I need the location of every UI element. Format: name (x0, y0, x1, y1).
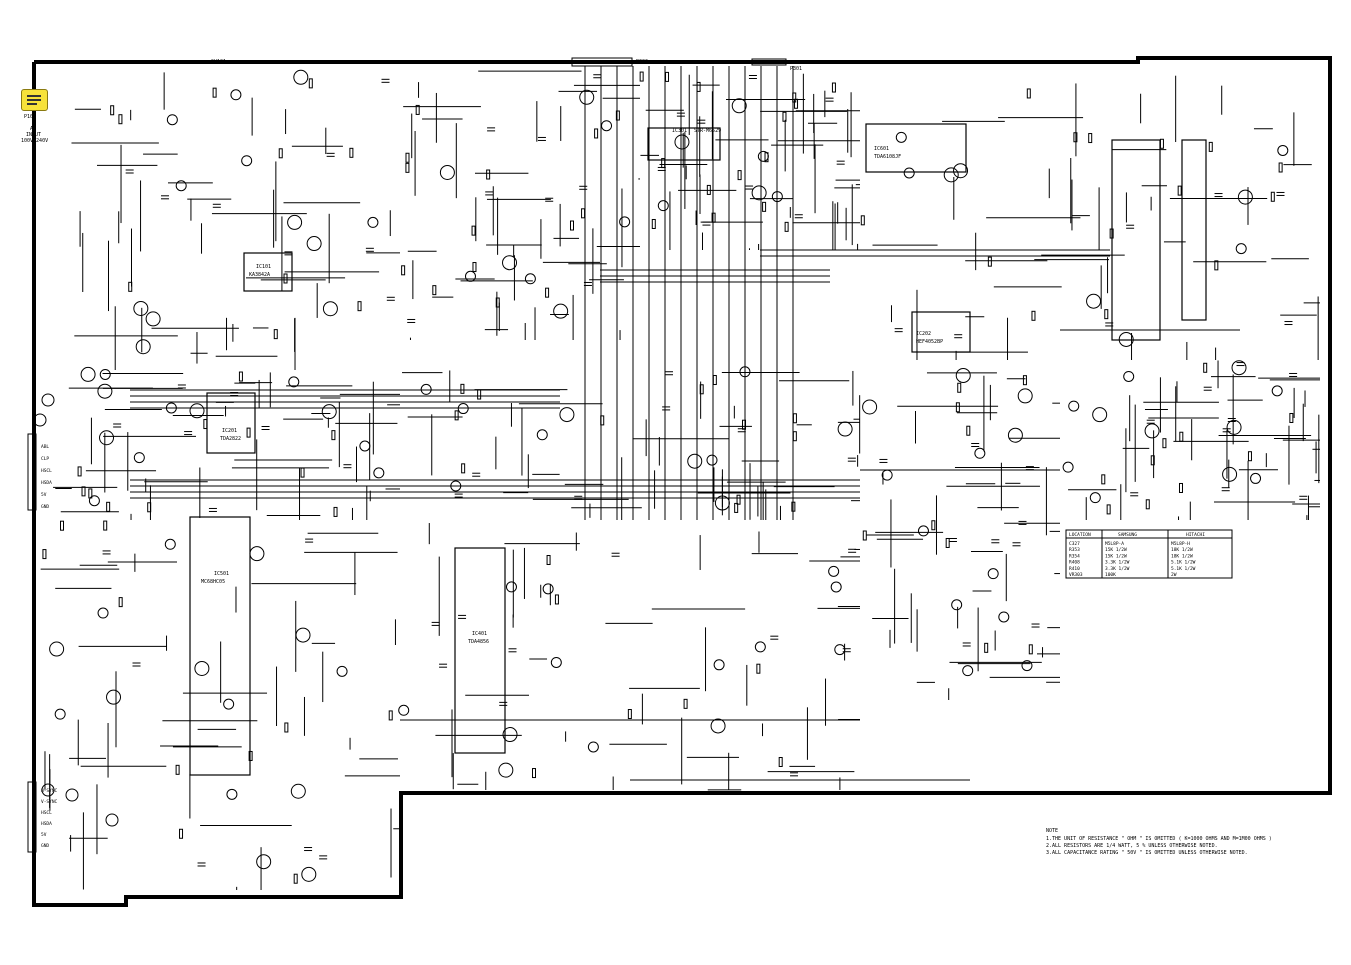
table-header-location: LOCATION (1069, 532, 1091, 538)
sticky-note-icon[interactable] (21, 89, 48, 111)
table-rows: C327 M5L8P-A M5L8P-H R353 15K 1/2W 18K 1/2W R3… (1069, 541, 1196, 578)
input-ref: P101 (24, 114, 36, 120)
cn-lower-pin-5: 5V (41, 832, 47, 838)
table-header-hitachi: HITACHI (1186, 532, 1205, 538)
cn-upper-pin-2: CLP (41, 456, 49, 462)
left-connector-lower: H-SYNC V-SYNC HSCL HSDA 5V GND (27, 781, 58, 853)
cn-lower-pin-4: HSDA (41, 821, 52, 827)
cn-lower-pin-2: V-SYNC (41, 799, 58, 805)
table-cell: 2W (1171, 572, 1177, 578)
ic601-label: IC601 (874, 146, 889, 152)
table-cell: 15K 1/2W (1105, 547, 1127, 553)
table-cell: 100K (1105, 572, 1116, 578)
sheet-border (32, 56, 1332, 907)
note-line-3: 3.ALL CAPACITANCE RATING " 50V " IS OMIT… (1046, 850, 1248, 856)
input-line-2: INPUT (26, 132, 41, 138)
table-cell: 3.3K 1/2W (1105, 560, 1130, 566)
table-cell: 3.3K 1/2W (1105, 566, 1130, 572)
table-cell: 18K 1/2W (1171, 553, 1193, 559)
ic301-part: STR-M6529 (694, 128, 721, 134)
table-cell: M5L8P-A (1105, 541, 1124, 547)
table-cell: R353 (1069, 547, 1080, 553)
table-cell: 18K 1/2W (1171, 547, 1193, 553)
left-connector-upper: ABL CLP HSCL HSDA 5V GND (27, 433, 52, 511)
table-header-samsung: SAMSUNG (1118, 532, 1137, 538)
table-cell: R410 (1069, 566, 1080, 572)
cn-lower-pin-6: GND (41, 843, 49, 849)
ic-bodies (189, 123, 1207, 776)
ic-labels: IC101 KA3842A IC201 TDA2822 IC501 MC68HC… (201, 128, 943, 645)
cn-upper-pin-1: ABL (41, 444, 49, 450)
cn-upper-pin-4: HSDA (41, 480, 52, 486)
cn-lower-pin-3: HSCL (41, 810, 52, 816)
ic501-part: MC68HC05 (201, 579, 225, 585)
notes-block: NOTE 1.THE UNIT OF RESISTANCE " OHM " IS… (1046, 828, 1272, 856)
table-cell: VR303 (1069, 572, 1083, 578)
ic202-label: IC202 (916, 331, 931, 337)
ic501-label: IC501 (214, 571, 229, 577)
table-cell: 5.1K 1/2W (1171, 560, 1196, 566)
p302-label: P302 (636, 59, 648, 65)
table-cell: 15K 1/2W (1105, 553, 1127, 559)
ac-input-block: P101 AC INPUT 100V-240V (21, 114, 48, 144)
note-line-2: 2.ALL RESISTORS ARE 1/4 WATT, 5 % UNLESS… (1046, 843, 1218, 849)
ic201-label: IC201 (222, 428, 237, 434)
ic401-label: IC401 (472, 631, 487, 637)
table-cell: 5.1K 1/2W (1171, 566, 1196, 572)
notes-title: NOTE (1046, 828, 1058, 834)
input-line-3: 100V-240V (21, 138, 48, 144)
parts-table: LOCATION SAMSUNG HITACHI C327 M5L8P-A M5L8… (1065, 529, 1233, 579)
cn-lower-pin-1: H-SYNC (41, 788, 58, 794)
table-cell: M5L8P-H (1171, 541, 1190, 547)
component-layer (33, 69, 1294, 884)
wire-network (40, 66, 1320, 890)
cn-upper-pin-3: HSCL (41, 468, 52, 474)
sw101-label: SW101 (211, 59, 226, 65)
ic101-label: IC101 (256, 264, 271, 270)
ic202-part: HEF4052BP (916, 339, 943, 345)
table-cell: R408 (1069, 560, 1080, 566)
table-cell: R354 (1069, 553, 1080, 559)
ic401-part: TDA4856 (468, 639, 489, 645)
ic601-part: TDA6108JF (874, 154, 901, 160)
cn-upper-pin-5: 5V (41, 492, 47, 498)
input-line-1: AC (30, 126, 36, 132)
ic201-part: TDA2822 (220, 436, 241, 442)
p301-label: P301 (790, 66, 802, 72)
ic101-part: KA3842A (249, 272, 270, 278)
top-connectors: SW101 P302 P301 (211, 57, 802, 72)
cn-upper-pin-6: GND (41, 504, 49, 510)
table-cell: C327 (1069, 541, 1080, 547)
ic301-label: IC301 (672, 128, 687, 134)
note-line-1: 1.THE UNIT OF RESISTANCE " OHM " IS OMIT… (1046, 836, 1272, 842)
